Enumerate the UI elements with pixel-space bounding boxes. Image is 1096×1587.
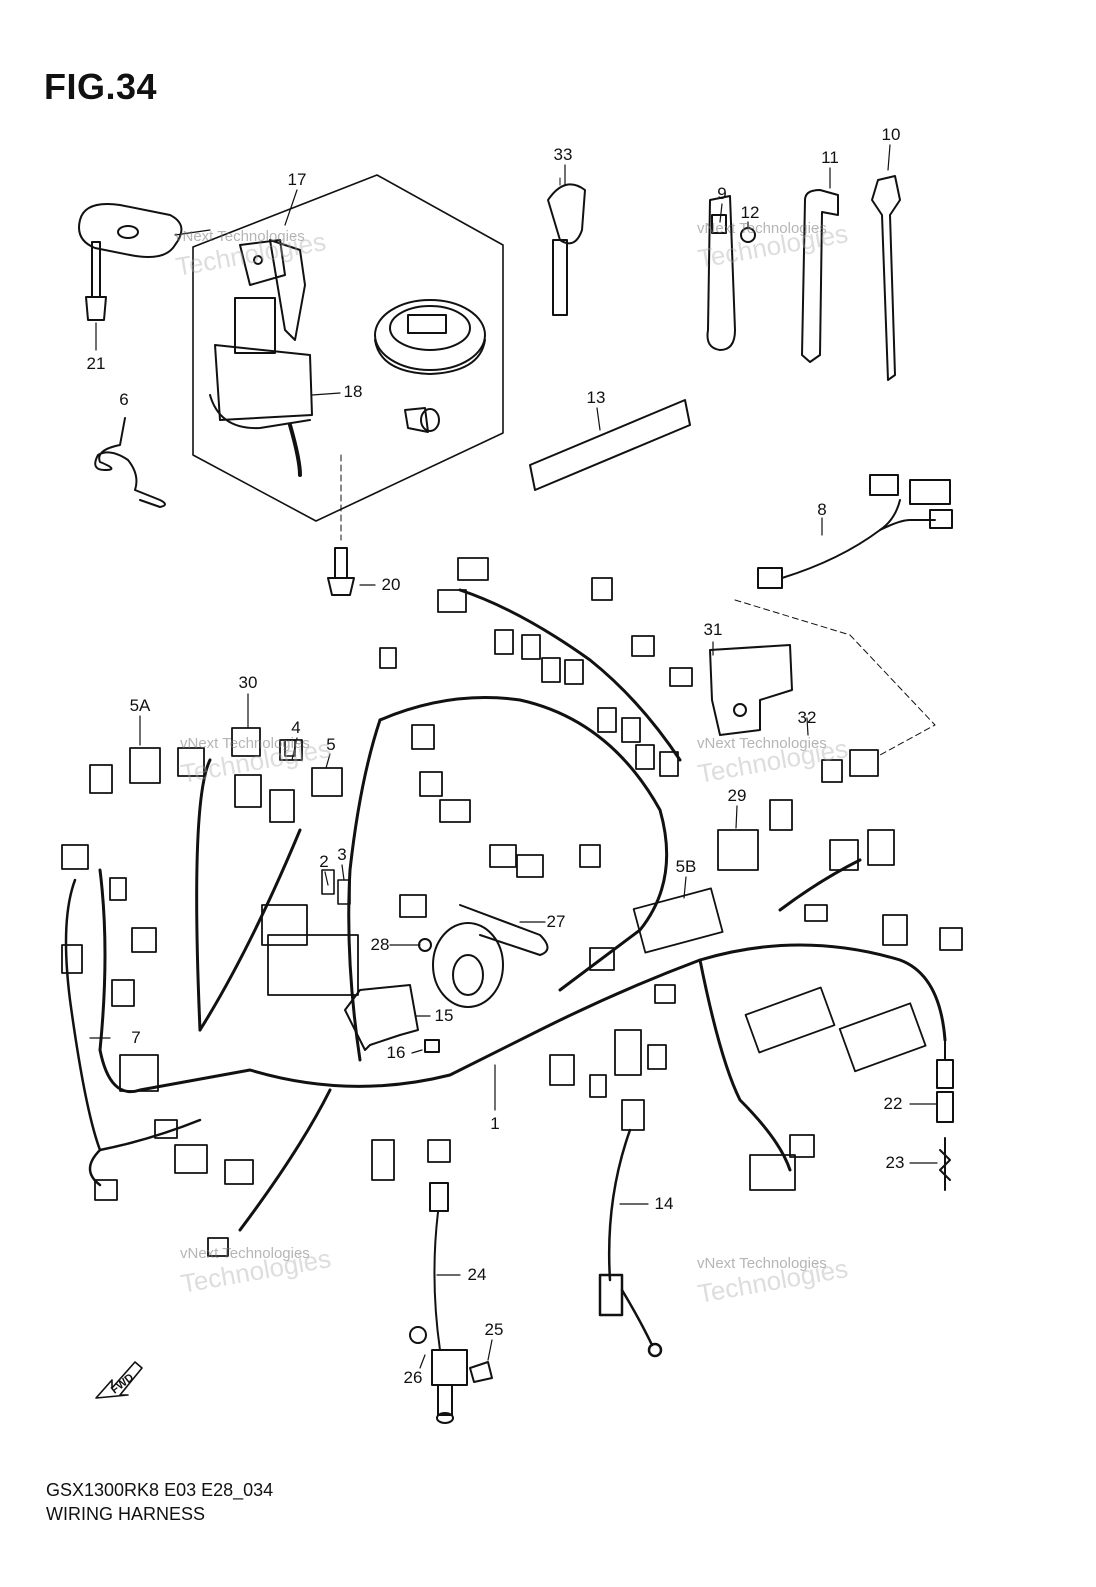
callout-15: 15 [434,1006,454,1025]
callout-1: 1 [490,1114,500,1133]
callout-25: 25 [484,1320,504,1339]
key-33 [547,177,586,316]
callout-5b: 5B [675,857,697,876]
callout-18: 18 [343,382,363,401]
callout-16: 16 [386,1043,406,1062]
callout-24: 24 [467,1265,487,1284]
callout-20: 20 [381,575,401,594]
callout-14: 14 [654,1194,674,1213]
callout-27: 27 [546,912,566,931]
callout-6: 6 [119,390,129,409]
callout-4: 4 [291,718,301,737]
callout-21: 21 [86,354,106,373]
callout-22: 22 [883,1094,903,1113]
tape-13 [529,399,691,491]
sensor-22 [936,1039,954,1123]
callout-leaders [89,144,938,1369]
bracket-31 [709,599,936,756]
callout-28: 28 [370,935,390,954]
callout-13: 13 [586,388,606,407]
clip-12 [740,227,756,243]
sub-harness-8 [757,474,953,589]
callout-10: 10 [881,125,901,144]
lock-cylinder [404,407,440,433]
callout-29: 29 [727,786,747,805]
bracket-15 [344,984,440,1053]
spring-6 [94,417,166,508]
callout-32: 32 [797,708,817,727]
callout-5: 5 [326,735,336,754]
model-code: GSX1300RK8 E03 E28_034 [46,1480,274,1500]
ignition-kit-frame [192,174,504,522]
figure-title: FIG.34 [44,66,158,107]
harness-7 [64,878,202,1187]
callout-9: 9 [717,184,727,203]
callout-23: 23 [885,1153,905,1172]
main-harness-1 [98,588,947,1232]
callout-5a: 5A [129,696,151,715]
harness-14 [598,1128,663,1358]
clamp-9 [706,195,736,351]
callout-31: 31 [703,620,723,639]
callout-12: 12 [740,203,760,222]
tie-11 [801,189,839,363]
callout-33: 33 [553,145,573,164]
callout-8: 8 [817,500,827,519]
horn-27 [418,904,549,1008]
callout-2: 2 [319,852,329,871]
cover-part [78,203,211,258]
callout-11: 11 [821,148,839,167]
fwd-arrow-icon [95,1361,143,1399]
callout-30: 30 [238,673,258,692]
pin-23 [939,1137,951,1191]
screw-20 [327,547,355,596]
switch-24 [409,1182,493,1424]
callout-26: 26 [403,1368,423,1387]
callout-3: 3 [337,845,347,864]
callout-17: 17 [287,170,307,189]
diagram-caption: WIRING HARNESS [46,1504,206,1524]
footer: GSX1300RK8 E03 E28_034 WIRING HARNESS [46,1478,273,1526]
cable-tie-10 [871,175,901,381]
connectors [61,557,963,1257]
fuel-cap [374,299,486,375]
bolt-21 [85,241,107,351]
ignition-switch-18 [209,239,341,477]
callout-7: 7 [131,1028,141,1047]
